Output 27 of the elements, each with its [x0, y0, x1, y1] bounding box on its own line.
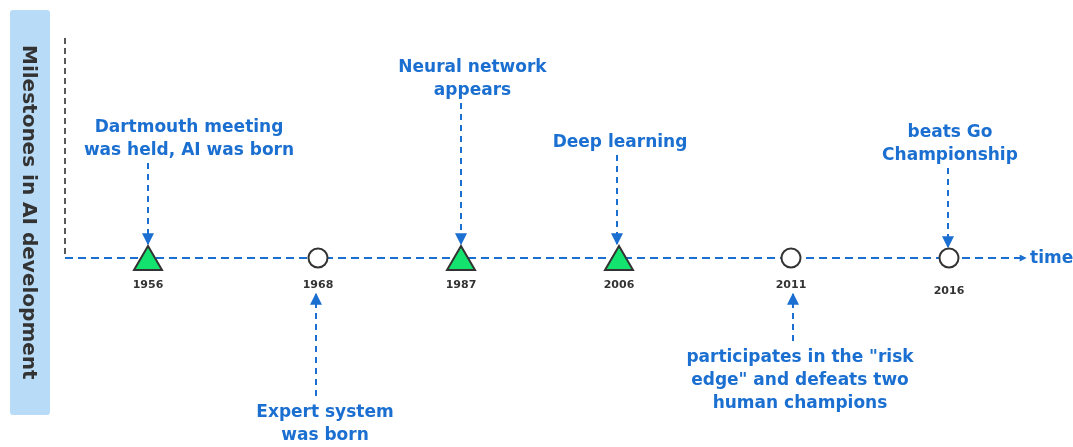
milestone-text: participates in the "risk edge" and defeats two human champions [675, 345, 925, 414]
axis-label: time [1030, 246, 1073, 269]
milestone-text: Deep learning [540, 130, 700, 153]
title-text: Milestones in AI development [17, 44, 43, 382]
milestone-text: Expert system was born [245, 400, 405, 446]
milestone-circle [780, 247, 802, 269]
arrow [611, 154, 623, 246]
milestone-triangle [132, 244, 164, 272]
arrow [787, 292, 799, 342]
milestone-circle [307, 247, 329, 269]
year-label: 1968 [301, 278, 335, 291]
arrow [942, 167, 954, 249]
title-band [10, 10, 50, 415]
milestone-text: Neural network appears [385, 55, 560, 101]
year-label: 2006 [602, 278, 636, 291]
year-label: 1987 [444, 278, 478, 291]
milestone-text: Dartmouth meeting was held, AI was born [78, 115, 300, 161]
milestone-triangle [445, 244, 477, 272]
arrow [310, 292, 322, 397]
arrow [455, 102, 467, 246]
arrow [142, 162, 154, 246]
milestone-triangle [603, 244, 635, 272]
milestone-text: beats Go Championship [870, 120, 1030, 166]
year-label: 1956 [131, 278, 165, 291]
year-label: 2016 [932, 284, 966, 297]
year-label: 2011 [774, 278, 808, 291]
milestone-circle [938, 247, 960, 269]
